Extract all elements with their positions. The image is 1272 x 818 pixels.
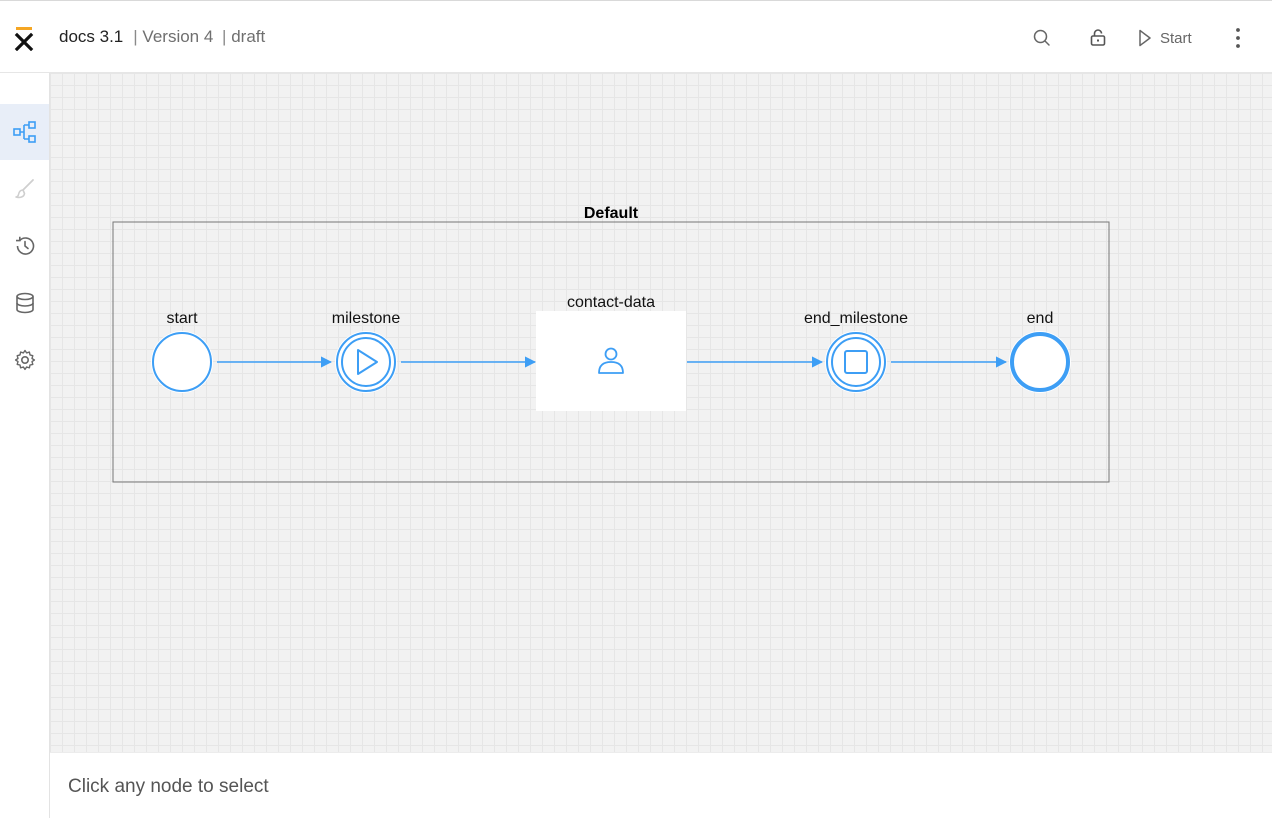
brush-icon: [14, 179, 34, 199]
sidebar-item-history[interactable]: [0, 218, 49, 274]
sidebar-item-process[interactable]: [0, 104, 49, 160]
search-icon: [1033, 29, 1050, 46]
start-button-label: Start: [1160, 29, 1192, 47]
node-end-milestone[interactable]: end_milestone: [804, 310, 908, 393]
kebab-menu-icon: [1236, 28, 1240, 48]
stop-icon: [844, 350, 868, 374]
node-end[interactable]: end: [1009, 310, 1071, 393]
page-title: docs 3.1| Version 4 | draft: [59, 27, 266, 46]
swimlane-label: Default: [584, 205, 639, 222]
lock-icon: [1090, 29, 1106, 46]
version-label: Version 4: [142, 27, 214, 46]
selection-panel: Click any node to select: [50, 752, 1272, 818]
node-label-end: end: [1027, 310, 1054, 327]
process-tree-icon: [12, 121, 36, 143]
node-start[interactable]: start: [151, 310, 213, 393]
sidebar-item-data[interactable]: [0, 275, 49, 331]
database-icon: [15, 292, 34, 314]
app-logo: [14, 27, 34, 51]
sidebar: [0, 73, 50, 818]
sidebar-item-theme[interactable]: [0, 161, 49, 217]
app-name: docs 3.1: [59, 27, 124, 46]
status-label: draft: [231, 27, 266, 46]
play-icon: [1139, 29, 1151, 47]
play-icon: [357, 349, 378, 375]
process-canvas[interactable]: Default start milestone contact-: [50, 73, 1272, 752]
start-button[interactable]: Start: [1138, 24, 1192, 52]
node-label-start: start: [166, 310, 198, 327]
sidebar-item-settings[interactable]: [0, 332, 49, 388]
lock-button[interactable]: [1088, 24, 1110, 52]
user-icon: [598, 347, 624, 374]
history-icon: [15, 236, 34, 255]
node-label-contact-data: contact-data: [567, 294, 655, 311]
process-diagram: Default start milestone contact-: [112, 205, 1110, 483]
gear-icon: [14, 349, 35, 371]
swimlane-default[interactable]: [112, 221, 1110, 483]
selection-hint: Click any node to select: [68, 776, 269, 797]
node-label-milestone: milestone: [332, 310, 401, 327]
node-milestone[interactable]: milestone: [332, 310, 401, 393]
top-bar: docs 3.1| Version 4 | draft Start: [0, 0, 1272, 73]
node-contact-data[interactable]: contact-data: [536, 294, 686, 411]
node-label-end-milestone: end_milestone: [804, 310, 908, 327]
search-button[interactable]: [1032, 24, 1054, 52]
more-options-button[interactable]: [1229, 24, 1247, 52]
